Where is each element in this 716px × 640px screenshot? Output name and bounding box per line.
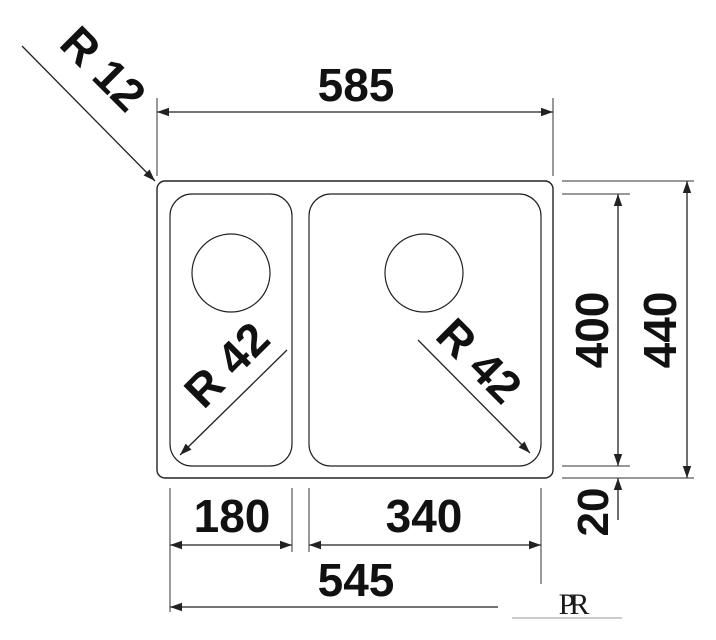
dimension-labels: 585 180 340 545 400 440 20 20 R 12 R 42 …: [51, 16, 686, 606]
label-r12: R 12: [51, 16, 156, 121]
label-340: 340: [386, 490, 463, 542]
dimension-lines: [21, 45, 692, 612]
left-bowl: [169, 193, 293, 467]
right-bowl: [308, 193, 542, 467]
sink-outline: [156, 180, 554, 479]
right-drain-circle: [384, 233, 464, 313]
label-545: 545: [318, 554, 395, 606]
outer-rim: [156, 180, 554, 479]
r42-right-leader: [417, 339, 531, 454]
pr-logo: PR: [498, 584, 638, 628]
r12-leader: [21, 45, 156, 182]
left-drain-circle: [191, 233, 271, 313]
r42-left-leader: [179, 349, 288, 456]
label-440: 440: [634, 292, 686, 369]
label-r42-left: R 42: [174, 312, 279, 417]
label-585: 585: [318, 59, 395, 111]
label-r42-right: R 42: [427, 308, 532, 413]
label-400: 400: [566, 292, 618, 369]
label-20-first: 20: [569, 488, 618, 537]
label-180: 180: [194, 490, 271, 542]
